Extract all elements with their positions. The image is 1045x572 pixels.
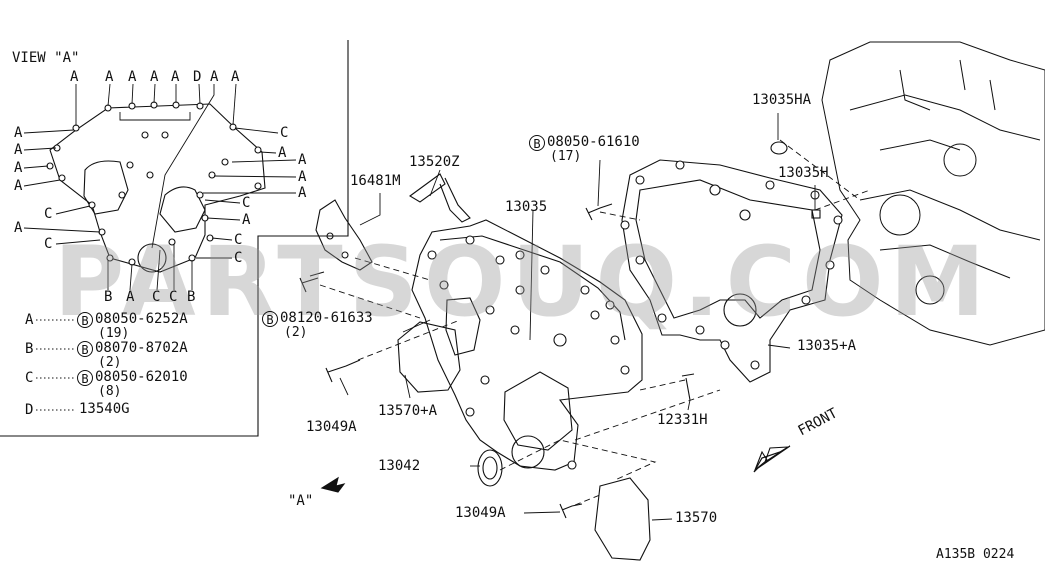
bolt-symbol: B xyxy=(77,341,93,357)
view-letter: A xyxy=(14,220,23,236)
view-letter: A xyxy=(14,142,23,158)
callout-13049a-lower[interactable]: 13049A xyxy=(455,505,506,521)
front-cover-bosses xyxy=(427,235,630,470)
diagram-code: A135B 0224 xyxy=(936,547,1015,562)
view-letter: B xyxy=(187,289,196,305)
view-letter: A xyxy=(126,289,135,305)
view-letter: C xyxy=(44,236,53,252)
front-cover-window xyxy=(503,371,573,451)
assembly-dashes xyxy=(319,139,871,506)
front-seal-seat xyxy=(511,435,545,469)
view-letter: C xyxy=(242,195,251,211)
view-letter: A xyxy=(150,69,159,85)
callout-13035[interactable]: 13035 xyxy=(505,199,548,215)
callout-16481m[interactable]: 16481M xyxy=(350,173,401,189)
callout-13042[interactable]: 13042 xyxy=(378,458,421,474)
leader-lines xyxy=(339,113,816,521)
view-arrow xyxy=(320,476,346,493)
rear-cover-outline xyxy=(621,159,843,383)
callout-12331h[interactable]: 12331H xyxy=(657,412,708,428)
view-seal xyxy=(137,243,167,273)
callout-13570a[interactable]: 13570+A xyxy=(378,403,438,419)
rear-cover-bore xyxy=(723,293,757,327)
view-cover-outline xyxy=(49,103,266,273)
view-letter: A xyxy=(298,152,307,168)
view-letter: A xyxy=(128,69,137,85)
pipe-13520z xyxy=(409,173,471,223)
view-title: VIEW "A" xyxy=(12,50,80,66)
dowel-13035h xyxy=(811,209,821,219)
bolts xyxy=(299,203,695,519)
legend-qty-a: (19) xyxy=(98,326,130,341)
view-letter: C xyxy=(44,206,53,222)
watermark: PARTSOUQ.COM xyxy=(53,226,992,338)
view-letter: A xyxy=(298,169,307,185)
engine-block xyxy=(821,41,1045,346)
view-letter: A xyxy=(14,125,23,141)
legend-key-c: C xyxy=(25,370,34,386)
cover-plate-13570a xyxy=(397,321,461,393)
front-cover-outline xyxy=(411,219,643,471)
view-letter: C xyxy=(234,250,243,266)
view-letter: D xyxy=(193,69,202,85)
legend-key-b: B xyxy=(25,341,34,357)
oil-seal-13042 xyxy=(477,449,503,487)
view-letter: C xyxy=(234,232,243,248)
qty-08120-61633: (2) xyxy=(284,325,308,340)
legend-part-d[interactable]: 13540G xyxy=(79,401,130,417)
callout-13570[interactable]: 13570 xyxy=(675,510,718,526)
view-letter: A xyxy=(278,145,287,161)
view-letter: B xyxy=(104,289,113,305)
bolt-symbol: B xyxy=(262,311,278,327)
cover-plate-13570 xyxy=(594,477,651,561)
view-inner-window xyxy=(83,160,129,215)
rear-cover-inner xyxy=(635,179,821,319)
bolt-symbol: B xyxy=(529,135,545,151)
view-letter: A xyxy=(14,160,23,176)
callout-13035a[interactable]: 13035+A xyxy=(797,338,857,354)
view-letter: C xyxy=(280,125,289,141)
view-letter: A xyxy=(242,212,251,228)
view-letter: A xyxy=(171,69,180,85)
view-letter: A xyxy=(70,69,79,85)
view-letter: A xyxy=(14,178,23,194)
callout-13035ha[interactable]: 13035HA xyxy=(752,92,812,108)
bolt-symbol: B xyxy=(77,370,93,386)
front-arrow xyxy=(754,446,791,471)
view-panel-border xyxy=(0,40,349,437)
callout-13049a[interactable]: 13049A xyxy=(306,419,357,435)
front-cover-inner xyxy=(445,297,481,356)
view-arrow-label: "A" xyxy=(288,493,314,509)
gasket-16481m xyxy=(315,199,373,271)
legend-key-a: A xyxy=(25,312,34,328)
view-letter: A xyxy=(298,185,307,201)
front-cover-rib xyxy=(439,235,626,341)
legend-qty-b: (2) xyxy=(98,355,122,370)
legend-key-d: D xyxy=(25,402,34,418)
legend-qty-c: (8) xyxy=(98,384,122,399)
view-inner-plate xyxy=(159,186,206,233)
qty-08050-61610: (17) xyxy=(550,149,582,164)
view-letter: A xyxy=(231,69,240,85)
plug-13035ha xyxy=(770,141,788,155)
view-letter: A xyxy=(105,69,114,85)
callout-13035h[interactable]: 13035H xyxy=(778,165,829,181)
view-letter: A xyxy=(210,69,219,85)
view-leader-lines xyxy=(23,83,297,291)
legend-dots xyxy=(36,319,76,411)
bolt-symbol: B xyxy=(77,312,93,328)
rear-cover-bosses xyxy=(620,160,843,370)
view-letter: C xyxy=(169,289,178,305)
view-letter: C xyxy=(152,289,161,305)
callout-13520z[interactable]: 13520Z xyxy=(409,154,460,170)
